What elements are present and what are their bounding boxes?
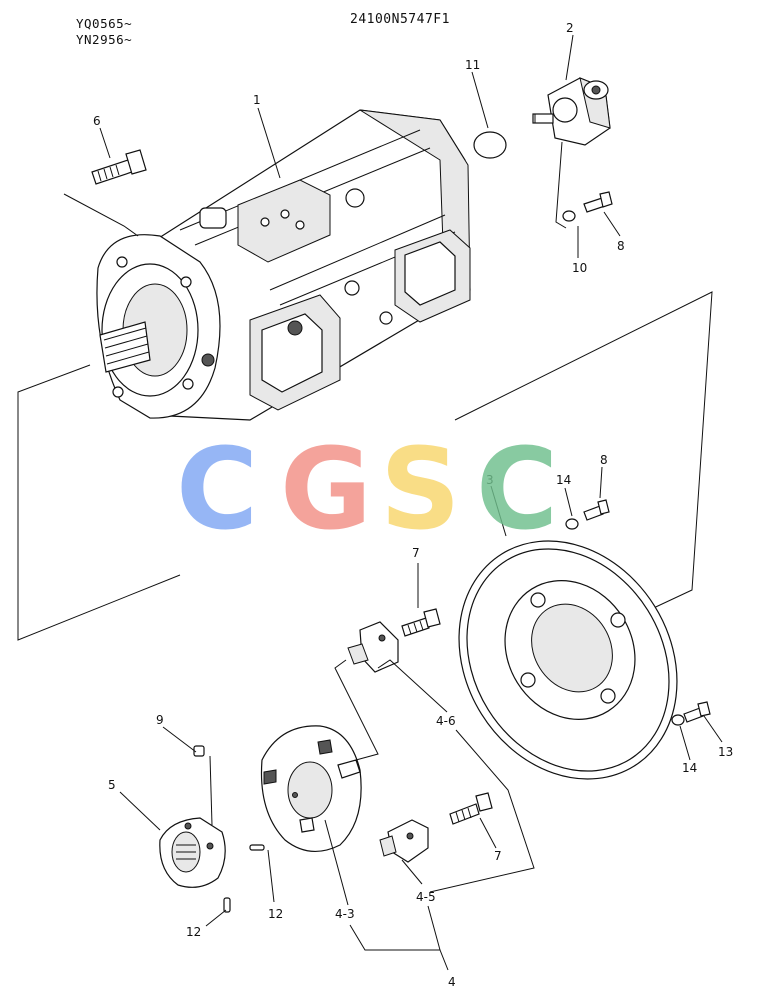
main-pump-part-1[interactable] xyxy=(96,109,471,421)
callout-5: 5 xyxy=(108,778,116,792)
callout-8-upper: 8 xyxy=(617,239,625,253)
coupling-insert-part-4-5[interactable] xyxy=(379,819,429,863)
serial-range-1: YQ0565~ xyxy=(76,16,133,31)
callout-4-3: 4-3 xyxy=(335,907,355,921)
watermark-logo: C G S C xyxy=(176,425,558,555)
callout-labels: 1 2 3 4 4-3 4-5 4-6 5 6 7 7 8 8 9 10 11 … xyxy=(93,21,733,989)
callout-7-lower: 7 xyxy=(494,849,502,863)
assembly-frame-lines xyxy=(17,291,713,641)
callout-14-lower: 14 xyxy=(682,761,697,775)
splined-hub-part-5[interactable] xyxy=(159,817,226,888)
watermark-letter-c1: C xyxy=(176,425,258,555)
callout-13: 13 xyxy=(718,745,733,759)
bolt-part-7-lower[interactable] xyxy=(449,792,493,825)
callout-9: 9 xyxy=(156,713,164,727)
pin-part-12-upper[interactable] xyxy=(249,844,265,851)
callout-1: 1 xyxy=(253,93,261,107)
bolt-part-13[interactable] xyxy=(683,701,711,723)
callout-4-6: 4-6 xyxy=(436,714,456,728)
washer-part-14-lower[interactable] xyxy=(671,714,685,726)
bolt-part-7-upper[interactable] xyxy=(401,608,441,637)
coupling-insert-part-4-6[interactable] xyxy=(347,621,399,673)
drawing-number: 24100N5747F1 xyxy=(350,12,450,27)
watermark-letter-g: G xyxy=(280,425,372,555)
o-ring-part-11[interactable] xyxy=(473,131,507,159)
serial-range-2: YN2956~ xyxy=(76,32,133,47)
callout-4: 4 xyxy=(448,975,456,989)
watermark-letter-c2: C xyxy=(476,425,558,555)
washer-part-10[interactable] xyxy=(562,210,576,222)
pin-part-12-lower[interactable] xyxy=(223,897,231,913)
callout-7-upper: 7 xyxy=(412,546,420,560)
leader-lines xyxy=(63,34,723,971)
callout-12-upper: 12 xyxy=(268,907,283,921)
washer-part-14-upper[interactable] xyxy=(565,518,579,530)
callout-3: 3 xyxy=(486,473,494,487)
coupling-hub-part-4-3[interactable] xyxy=(260,725,362,852)
callout-2: 2 xyxy=(566,21,574,35)
bolt-part-6[interactable] xyxy=(91,149,147,185)
adapter-plate-part-3[interactable] xyxy=(415,500,720,820)
gear-pump-part-2[interactable] xyxy=(532,77,611,146)
callout-4-5: 4-5 xyxy=(416,890,436,904)
callout-14-upper: 14 xyxy=(556,473,571,487)
callout-10: 10 xyxy=(572,261,587,275)
watermark-letter-s: S xyxy=(380,425,461,555)
callout-8-lower: 8 xyxy=(600,453,608,467)
callout-11: 11 xyxy=(465,58,480,72)
bolt-part-8-upper[interactable] xyxy=(583,191,613,213)
callout-12-lower: 12 xyxy=(186,925,201,939)
callout-6: 6 xyxy=(93,114,101,128)
bolt-part-8-lower[interactable] xyxy=(583,499,610,521)
